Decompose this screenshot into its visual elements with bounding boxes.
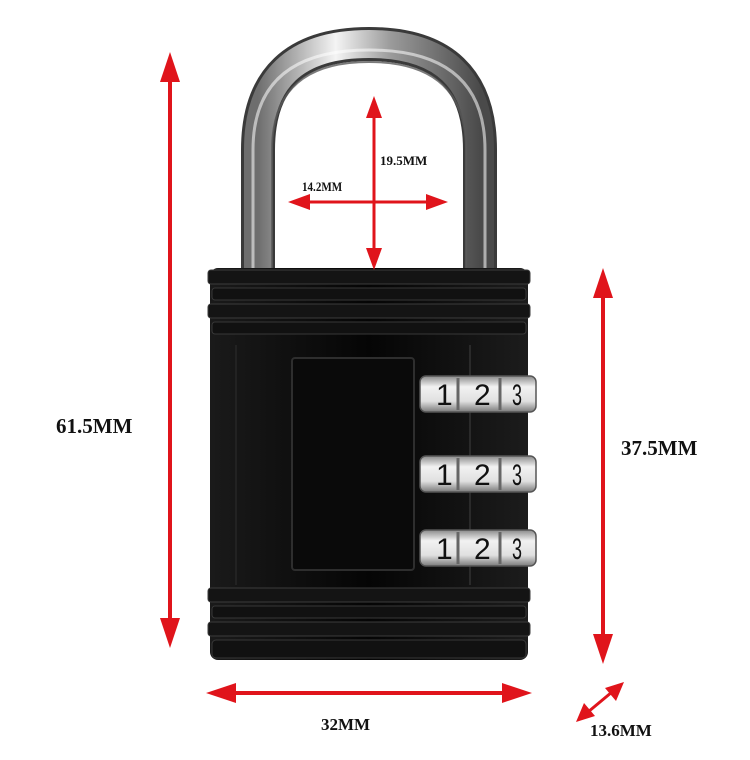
dial-3-digit-2: 2 xyxy=(474,533,491,566)
dial-1-digit-2: 2 xyxy=(474,379,491,412)
shackle-height-arrow xyxy=(366,96,382,270)
dial-3[interactable]: 1 2 3 xyxy=(419,529,537,567)
depth-arrow xyxy=(576,682,624,722)
body-height-label: 37.5MM xyxy=(621,436,698,460)
width-arrow xyxy=(206,683,532,703)
dial-1-digit-3: 3 xyxy=(512,380,522,413)
body-height-arrow xyxy=(593,268,613,664)
shackle xyxy=(241,26,497,272)
dial-2-digit-1: 1 xyxy=(436,459,453,492)
dial-1-digit-1: 1 xyxy=(436,379,453,412)
dial-3-digit-1: 1 xyxy=(436,533,453,566)
shackle-width-label: 14.2MM xyxy=(302,179,343,194)
width-label: 32MM xyxy=(321,715,371,734)
depth-label: 13.6MM xyxy=(590,721,652,740)
dial-2-digit-3: 3 xyxy=(512,460,522,493)
dial-3-digit-3: 3 xyxy=(512,534,522,567)
total-height-label: 61.5MM xyxy=(56,414,133,438)
lock-body xyxy=(207,268,531,660)
dial-2[interactable]: 1 2 3 xyxy=(419,455,537,493)
shackle-height-label: 19.5MM xyxy=(380,153,428,168)
shackle-width-arrow xyxy=(288,194,448,210)
dial-2-digit-2: 2 xyxy=(474,459,491,492)
dial-1[interactable]: 1 2 3 xyxy=(419,375,537,413)
total-height-arrow xyxy=(160,52,180,648)
